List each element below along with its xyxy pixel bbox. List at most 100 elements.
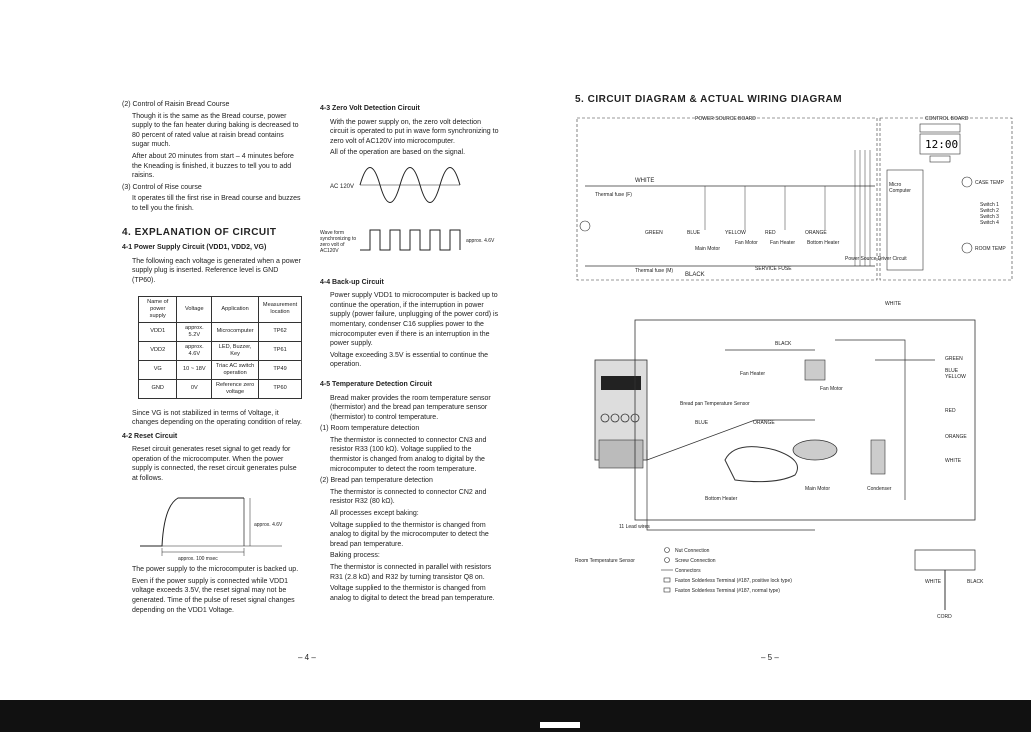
section-4-1-text: The following each voltage is generated … (132, 257, 301, 284)
section-4-2-title: 4-2 Reset Circuit (122, 432, 178, 440)
page-number-5: – 5 – (761, 653, 779, 662)
section-4-5-2-title: (2) Bread pan temperature detection (320, 477, 433, 485)
section-4-5-2-d: Baking process: (330, 552, 380, 560)
scan-mark (540, 722, 580, 728)
section-4-5-1-text: The thermistor is connected to connector… (330, 436, 487, 473)
wiring-black: BLACK (775, 341, 792, 347)
raisin-course-text-b: After about 20 minutes from start – 4 mi… (132, 152, 294, 180)
table-cell: TP62 (258, 321, 302, 342)
table-cell: 0V (176, 378, 213, 399)
switch-2: Switch 2 (980, 208, 999, 214)
page-number-4: – 4 – (298, 653, 316, 662)
micro-label: Micro Computer (889, 182, 911, 194)
section-5-title: 5. CIRCUIT DIAGRAM & ACTUAL WIRING DIAGR… (575, 94, 843, 105)
ac-label: AC 120V (330, 184, 354, 190)
reset-time-label: approx. 100 msec (178, 556, 218, 562)
raisin-course-text-a: Though it is the same as the Bread cours… (132, 112, 299, 149)
table-cell: VDD1 (137, 321, 178, 342)
table-row: VG 10 ~ 18V Triac AC switch operation TP… (137, 359, 302, 380)
page-4: (2) Control of Raisin Bread Course Thoug… (0, 0, 515, 700)
section-4-5-2-c: Voltage supplied to the thermistor is ch… (330, 521, 489, 548)
wiring-fan-motor: Fan Motor (820, 386, 843, 392)
terminal-normal-icon (663, 587, 671, 593)
circuit-diagram: POWER SOURCE BOARD CONTROL BOARD 12:00 W… (576, 116, 1013, 281)
wiring-bottom-heater: Bottom Heater (705, 496, 738, 502)
section-4-5-text: Bread maker provides the room temperatur… (330, 394, 491, 421)
legend-connectors: Connectors (675, 568, 701, 574)
wave-voltage-label: approx. 4.6V (466, 238, 495, 244)
wiring-diagram: WHITE BLACK Fan Heater Fan Motor Bread p… (575, 301, 984, 620)
wiring-black-b: BLACK (967, 579, 984, 585)
case-temp-label: CASE TEMP (975, 180, 1004, 186)
table-cell: Microcomputer (211, 321, 260, 342)
table-cell: VG (137, 359, 178, 380)
thermal-fuse-m: Thermal fuse (M) (635, 268, 673, 274)
rise-course-text: It operates till the first rise in Bread… (132, 195, 301, 212)
reset-pulse-diagram: approx. 4.6V approx. 100 msec (140, 497, 283, 562)
left-column-1: (2) Control of Raisin Bread Course Thoug… (122, 100, 302, 617)
raisin-course-title: (2) Control of Raisin Bread Course (122, 101, 230, 108)
table-header: Name of power supply (137, 295, 178, 323)
page-5: 5. CIRCUIT DIAGRAM & ACTUAL WIRING DIAGR… (515, 0, 1031, 700)
wiring-bread-pan-sensor: Bread pan Temperature Sensor (680, 401, 750, 407)
wiring-room-sensor: Room Temperature Sensor (575, 558, 635, 564)
table-row: GND 0V Reference zero voltage TP60 (137, 378, 302, 399)
wiring-red: RED (945, 408, 956, 414)
terminal-positive-icon (663, 577, 671, 583)
wiring-blue-r: BLUE (945, 368, 959, 374)
table-row: VDD1 approx. 5.2V Microcomputer TP62 (137, 321, 302, 342)
voltage-table: Name of power supply Voltage Application… (137, 295, 302, 399)
wiring-orange: ORANGE (753, 420, 775, 426)
psdc-label: Power Source Driver Circuit (845, 256, 907, 262)
legend-nut: Nut Connection (675, 548, 710, 554)
section-4-5-2-b: All processes except baking: (330, 510, 419, 518)
table-cell: approx. 5.2V (176, 321, 213, 342)
legend-terminal-normal: Faston Solderless Terminal (#187, normal… (675, 588, 780, 594)
wiring-yellow: YELLOW (945, 374, 966, 380)
wire-green: GREEN (645, 230, 663, 236)
wire-white: WHITE (635, 178, 654, 184)
section-4-5-2-e: The thermistor is connected in parallel … (330, 564, 492, 581)
table-cell: Reference zero voltage (211, 378, 260, 399)
wire-red: RED (765, 230, 776, 236)
main-motor-label: Main Motor (695, 246, 720, 252)
wiring-white-r: WHITE (945, 458, 962, 464)
table-cell: GND (137, 378, 178, 399)
reset-voltage-label: approx. 4.6V (254, 522, 283, 528)
section-4-4-title: 4-4 Back-up Circuit (320, 278, 384, 286)
table-cell: TP61 (258, 340, 302, 361)
section-4-5-title: 4-5 Temperature Detection Circuit (320, 380, 432, 388)
table-cell: 10 ~ 18V (176, 359, 213, 380)
section-4-2-text: Reset circuit generates reset signal to … (132, 446, 297, 483)
rise-course-title: (3) Control of Rise course (122, 183, 202, 191)
display-time: 12:00 (925, 138, 958, 151)
section-4-title: 4. EXPLANATION OF CIRCUIT (122, 226, 277, 238)
section-4-3-text: With the power supply on, the zero volt … (330, 118, 499, 145)
table-header-row: Name of power supply Voltage Application… (137, 295, 302, 323)
wire-orange: ORANGE (805, 230, 827, 236)
table-cell: Triac AC switch operation (211, 359, 260, 380)
table-cell: LED, Buzzer, Key (211, 340, 260, 361)
wave-label: Wave form synchronizing to zero volt of … (320, 229, 357, 254)
wiring-green: GREEN (945, 356, 963, 362)
section-4-2-after-1: The power supply to the microcomputer is… (132, 566, 299, 574)
wiring-cord: CORD (937, 614, 952, 620)
table-header: Voltage (176, 295, 213, 323)
section-4-2-after-2: Even if the power supply is connected wh… (132, 577, 295, 614)
wiring-main-motor: Main Motor (805, 486, 830, 492)
service-fuse-label: SERVICE FUSE (755, 266, 792, 272)
table-cell: TP60 (258, 378, 302, 399)
switch-1: Switch 1 (980, 202, 999, 208)
legend: Nut Connection Screw Connection Connecto… (661, 547, 792, 594)
section-4-4-text: Power supply VDD1 to microcomputer is ba… (330, 292, 499, 348)
legend-screw: Screw Connection (675, 558, 716, 564)
section-4-5-2-text: The thermistor is connected to connector… (330, 488, 487, 506)
wire-black: BLACK (685, 272, 705, 278)
room-temp-label: ROOM TEMP (975, 246, 1006, 252)
power-source-board-label: POWER SOURCE BOARD (695, 116, 756, 122)
wire-blue: BLUE (687, 230, 701, 236)
table-cell: VDD2 (137, 340, 178, 361)
scan-bottom-bar (0, 700, 1031, 732)
section-4-3-title: 4-3 Zero Volt Detection Circuit (320, 105, 420, 112)
zero-volt-diagram: AC 120V Wave form synchronizing to zero … (320, 166, 495, 254)
